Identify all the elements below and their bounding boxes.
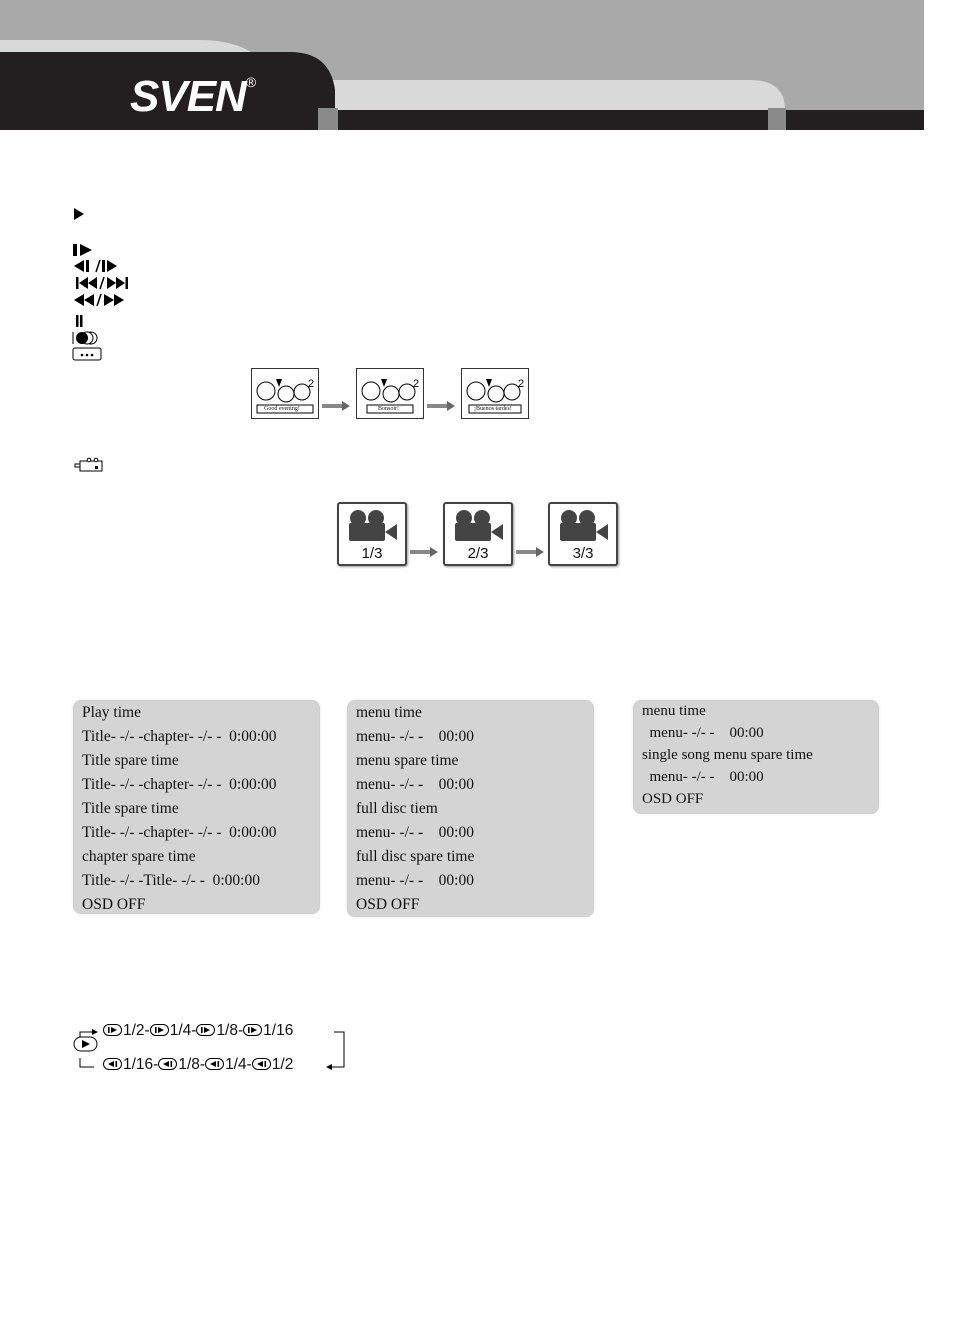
camera-icon — [349, 510, 397, 541]
brand-logo: SVEN® — [130, 72, 256, 121]
camera-icon — [455, 510, 503, 541]
osd-line: menu- -/- - 00:00 — [356, 824, 474, 841]
speed-value: 1/4- — [169, 1022, 197, 1039]
osd-line: menu- -/- - 00:00 — [356, 728, 474, 745]
osd-line: menu- -/- - 00:00 — [642, 725, 764, 741]
subtitle-frame-2: 2 Bonsoir! — [356, 368, 424, 419]
osd-line: OSD OFF — [356, 896, 420, 913]
osd-line: Title- -/- -chapter- -/- - 0:00:00 — [82, 776, 277, 793]
svg-text:2: 2 — [308, 378, 314, 390]
speed-value: 1/2- — [123, 1022, 150, 1039]
slow-forward-icon — [149, 1024, 169, 1036]
scene-illustration: 2 — [466, 378, 524, 414]
osd-line: chapter spare time — [82, 848, 196, 865]
arrow-icon — [322, 401, 350, 411]
osd-box-vcd: menu time menu- -/- - 00:00 menu spare t… — [347, 700, 594, 917]
angle-label: 2/3 — [467, 545, 489, 562]
angle-label: 1/3 — [361, 545, 383, 562]
osd-line: Title- -/- -Title- -/- - 0:00:00 — [82, 872, 260, 889]
slow-forward-icon — [196, 1024, 216, 1036]
slow-forward-icon — [103, 1024, 122, 1036]
subtitle-caption: Good evening! — [264, 406, 300, 412]
audio-icon — [74, 457, 103, 472]
rewind-fastforward-icon — [74, 293, 124, 307]
pause-icon — [76, 315, 83, 327]
play-circle-icon — [73, 1036, 98, 1052]
osd-line: full disc spare time — [356, 848, 475, 865]
slow-reverse-icon — [158, 1058, 178, 1070]
arrow-icon — [427, 401, 455, 411]
osd-line: OSD OFF — [642, 791, 704, 807]
osd-line: menu- -/- - 00:00 — [356, 872, 474, 889]
arrow-icon — [516, 547, 544, 557]
osd-line: menu- -/- - 00:00 — [642, 769, 764, 785]
slow-reverse-icon — [205, 1058, 225, 1070]
camera-icon — [560, 510, 608, 541]
speed-value: 1/2 — [271, 1056, 294, 1073]
osd-line: single song menu spare time — [642, 747, 813, 763]
speed-value: 1/16 — [263, 1022, 294, 1039]
page-header — [0, 0, 924, 130]
speed-value: 1/8- — [216, 1022, 244, 1039]
slow-reverse-icon — [103, 1058, 122, 1070]
osd-line: Title- -/- -chapter- -/- - 0:00:00 — [82, 728, 277, 745]
subtitle-icon — [72, 347, 102, 361]
angle-frame-3: 3/3 — [548, 502, 618, 566]
osd-line: menu time — [356, 704, 422, 721]
speed-value: 1/4- — [225, 1056, 252, 1073]
play-icon — [74, 208, 84, 220]
subtitle-frame-3: 2 ¡Buenos tardes! — [461, 368, 529, 419]
speed-forward-row: 1/2- 1/4- 1/8- 1/16 — [103, 1022, 293, 1040]
speed-value: 1/8- — [178, 1056, 206, 1073]
osd-line: Title spare time — [82, 800, 179, 817]
slow-reverse-forward-icon — [74, 259, 117, 273]
angle-frame-2: 2/3 — [443, 502, 513, 566]
osd-line: OSD OFF — [82, 896, 146, 913]
speed-value: 1/16- — [123, 1056, 159, 1073]
svg-text:2: 2 — [413, 378, 419, 390]
subtitle-caption: ¡Buenos tardes! — [474, 406, 512, 412]
osd-box-cd: menu time menu- -/- - 00:00 single song … — [633, 700, 879, 814]
scene-illustration: 2 — [361, 378, 419, 414]
osd-line: menu time — [642, 703, 706, 719]
osd-line: menu spare time — [356, 752, 459, 769]
osd-line: full disc tiem — [356, 800, 438, 817]
subtitle-frame-1: 2 Good evening! — [251, 368, 319, 419]
osd-line: Title spare time — [82, 752, 179, 769]
osd-line: Play time — [82, 704, 141, 721]
svg-text:2: 2 — [518, 378, 524, 390]
arrow-icon — [410, 547, 438, 557]
osd-line: menu- -/- - 00:00 — [356, 776, 474, 793]
step-icon — [73, 244, 92, 256]
scene-illustration: 2 — [256, 378, 314, 414]
angle-label: 3/3 — [572, 545, 594, 562]
osd-line: Title- -/- -chapter- -/- - 0:00:00 — [82, 824, 277, 841]
angle-icon — [72, 331, 98, 345]
speed-reverse-row: 1/16- 1/8- 1/4- 1/2 — [103, 1056, 293, 1074]
prev-next-icon — [76, 276, 128, 290]
angle-frame-1: 1/3 — [337, 502, 407, 566]
osd-box-dvd: Play time Title- -/- -chapter- -/- - 0:0… — [73, 700, 320, 914]
slow-reverse-icon — [251, 1058, 271, 1070]
slow-forward-icon — [243, 1024, 263, 1036]
subtitle-caption: Bonsoir! — [378, 406, 399, 412]
